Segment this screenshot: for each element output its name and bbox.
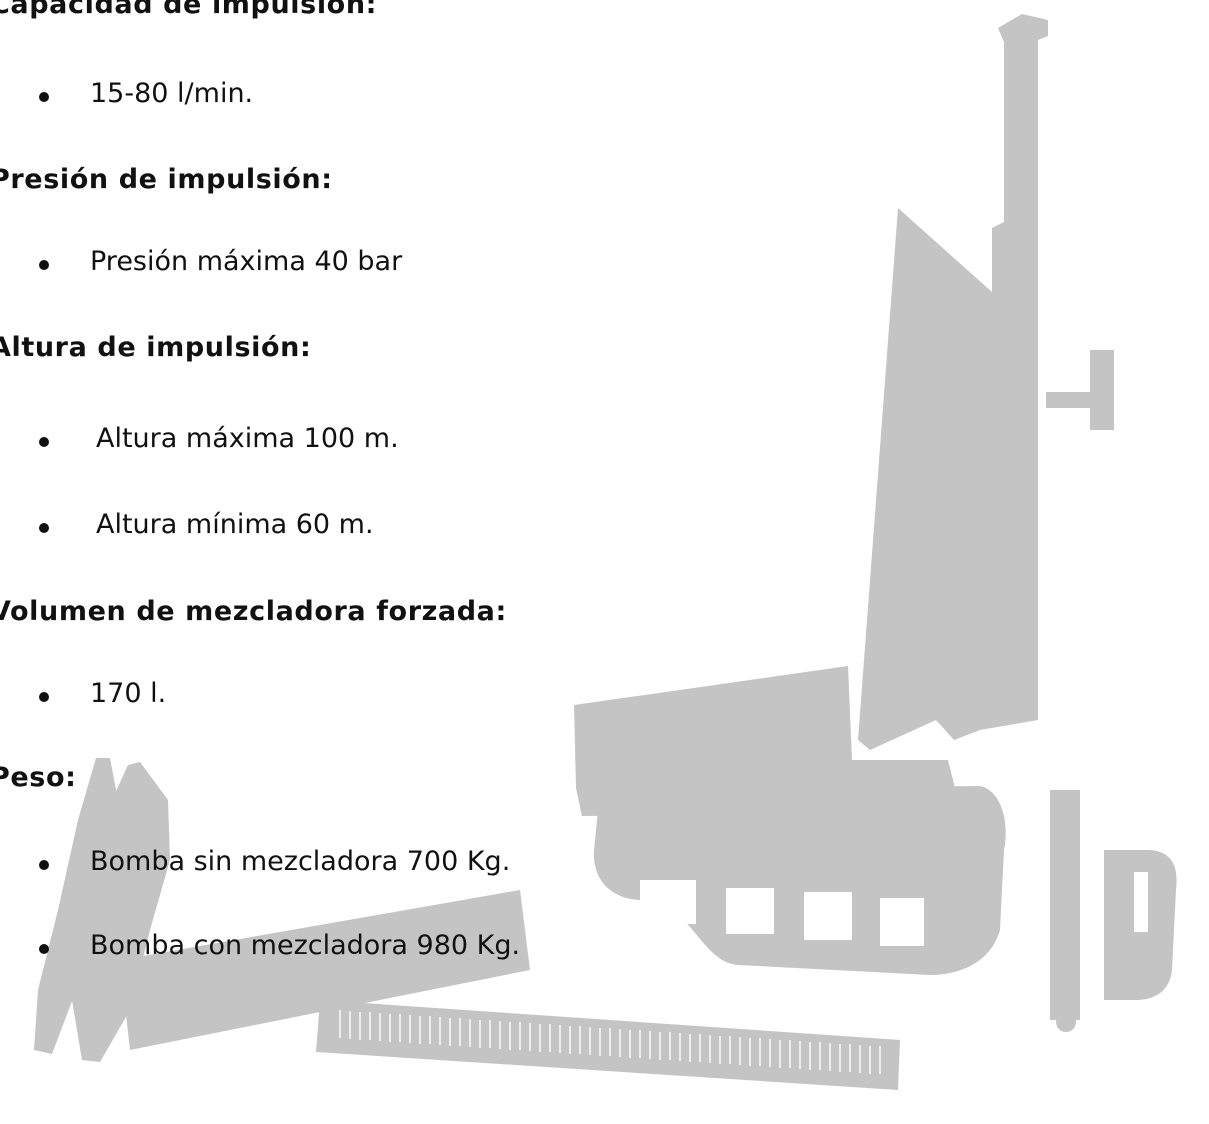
section-heading-height: Altura de impulsión: (0, 332, 312, 363)
list-item-text: Presión máxima 40 bar (90, 246, 403, 277)
drilling-rig-icon (574, 14, 1177, 1032)
list-item-text: 170 l. (90, 678, 167, 709)
bullet-icon (39, 92, 49, 102)
list-item-text: Bomba con mezcladora 980 Kg. (90, 930, 521, 961)
list-item-text: Altura máxima 100 m. (96, 423, 399, 454)
section-heading-mixer-volume: Volumen de mezcladora forzada: (0, 596, 507, 627)
caliper-icon (34, 758, 900, 1090)
list-item-text: Altura mínima 60 m. (96, 509, 374, 540)
section-heading-capacity: Capacidad de impulsión: (0, 0, 378, 20)
bullet-icon (39, 260, 49, 270)
list-item-text: Bomba sin mezcladora 700 Kg. (90, 846, 511, 877)
bullet-icon (39, 523, 49, 533)
bullet-icon (39, 437, 49, 447)
section-heading-pressure: Presión de impulsión: (0, 164, 333, 195)
bullet-icon (39, 944, 49, 954)
list-item-text: 15-80 l/min. (90, 78, 254, 109)
bullet-icon (39, 692, 49, 702)
bullet-icon (39, 860, 49, 870)
section-heading-weight: Peso: (0, 762, 77, 793)
